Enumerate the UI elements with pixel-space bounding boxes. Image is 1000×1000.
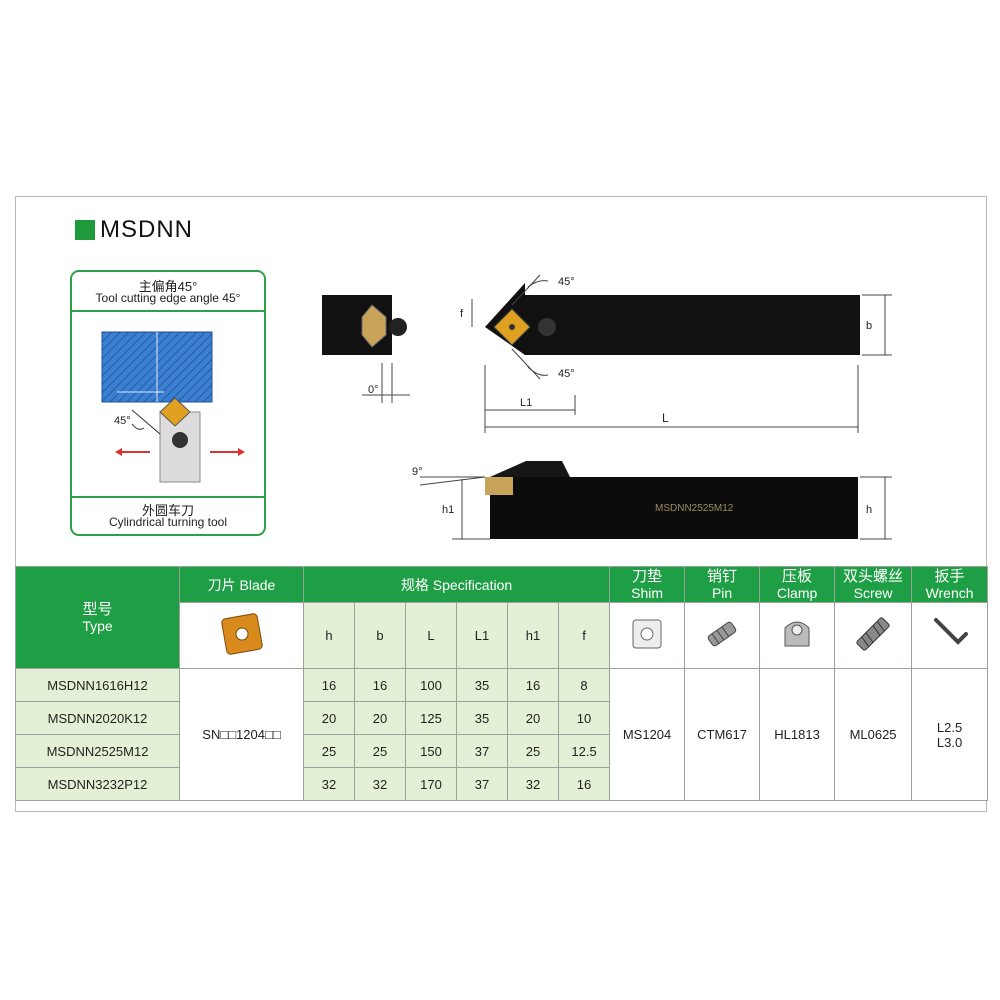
screw-model-cell: ML0625 xyxy=(834,668,913,801)
angle-box-divider-bottom xyxy=(72,496,264,498)
type-cell-2525: MSDNN2525M12 xyxy=(15,734,180,768)
top-view-shank xyxy=(525,295,860,355)
row0-h: 16 xyxy=(303,668,355,702)
row1-L: 125 xyxy=(405,701,457,735)
row3-L: 170 xyxy=(405,767,457,801)
angle-title-cn: 主偏角45° xyxy=(138,279,198,294)
row3-f: 16 xyxy=(557,767,611,801)
blade-header: 刀片 Blade xyxy=(179,566,304,603)
technical-drawing: 0° 45° 45° f b L1 L MSDNN2525M12 9° h1 h xyxy=(322,274,892,540)
row1-f: 10 xyxy=(557,701,611,735)
clamp-image-cell xyxy=(759,602,836,669)
spec-col-h: h xyxy=(303,602,355,669)
blade-model-cell: SN□□1204□□ xyxy=(179,668,304,801)
caption-cn: 外圆车刀 xyxy=(141,503,194,518)
wrench-icon xyxy=(933,618,968,645)
shim-model-cell: MS1204 xyxy=(609,668,686,801)
title-marker xyxy=(75,220,95,240)
clamp-screw-icon xyxy=(172,432,188,448)
row2-b: 25 xyxy=(354,734,406,768)
spec-col-h1: h1 xyxy=(507,602,559,669)
angle-title-en: Tool cutting edge angle 45° xyxy=(95,291,241,305)
row2-f: 12.5 xyxy=(557,734,611,768)
row0-b: 16 xyxy=(354,668,406,702)
row2-h: 25 xyxy=(303,734,355,768)
angle-box-divider-top xyxy=(72,310,264,312)
row1-h1: 20 xyxy=(507,701,559,735)
clamp-model-cell: HL1813 xyxy=(759,668,836,801)
type-header: 型号 Type xyxy=(15,566,180,669)
row3-b: 32 xyxy=(354,767,406,801)
shim-image-cell xyxy=(609,602,686,669)
angle-label: 45° xyxy=(114,415,131,427)
type-cell-3232: MSDNN3232P12 xyxy=(15,767,180,801)
dim-L1-label: L1 xyxy=(520,397,532,409)
row0-h1: 16 xyxy=(507,668,559,702)
pin-image-cell xyxy=(684,602,761,669)
shim-icon xyxy=(632,619,662,649)
wrench-image-cell xyxy=(911,602,989,669)
screw-image-cell xyxy=(834,602,913,669)
row0-f: 8 xyxy=(557,668,611,702)
angle-zero-label: 0° xyxy=(368,384,379,396)
clamp-icon xyxy=(784,621,810,647)
insert-icon xyxy=(159,397,191,427)
turning-diagram: 45° xyxy=(101,331,245,483)
spec-col-L1: L1 xyxy=(456,602,508,669)
spec-col-b: b xyxy=(354,602,406,669)
row3-h: 32 xyxy=(303,767,355,801)
dim-f-label: f xyxy=(460,308,464,320)
wrench-model-cell: L2.5 L3.0 xyxy=(911,668,989,801)
title-text: MSDNN xyxy=(100,216,193,243)
dim-b-label: b xyxy=(866,320,872,332)
blade-insert-icon xyxy=(220,613,263,655)
type-cell-2020: MSDNN2020K12 xyxy=(15,701,180,735)
angle-side-label: 9° xyxy=(412,466,423,478)
caption-en: Cylindrical turning tool xyxy=(108,515,228,529)
blade-image-cell xyxy=(179,602,304,669)
cutting-angle-box: 主偏角45° Tool cutting edge angle 45° 45° 外… xyxy=(70,270,266,536)
pin-icon xyxy=(707,621,737,647)
dim-h1-label: h1 xyxy=(442,504,454,516)
shank-engraving: MSDNN2525M12 xyxy=(655,503,734,514)
pin-model-cell: CTM617 xyxy=(684,668,761,801)
screw-icon xyxy=(856,617,890,651)
row2-L1: 37 xyxy=(456,734,508,768)
angle-top-label: 45° xyxy=(558,276,575,288)
product-title: MSDNN xyxy=(75,216,193,244)
row1-h: 20 xyxy=(303,701,355,735)
spec-col-f: f xyxy=(557,602,611,669)
side-insert xyxy=(485,477,513,495)
type-cell-1616: MSDNN1616H12 xyxy=(15,668,180,702)
row0-L: 100 xyxy=(405,668,457,702)
dim-L-label: L xyxy=(662,411,669,425)
angle-bottom-label: 45° xyxy=(558,368,575,380)
spec-header: 规格 Specification xyxy=(302,566,611,603)
row0-L1: 35 xyxy=(456,668,508,702)
dim-h-label: h xyxy=(866,504,872,516)
row2-L: 150 xyxy=(405,734,457,768)
row1-L1: 35 xyxy=(456,701,508,735)
row3-h1: 32 xyxy=(507,767,559,801)
row3-L1: 37 xyxy=(456,767,508,801)
spec-col-L: L xyxy=(405,602,457,669)
side-view-shank xyxy=(490,477,858,539)
row1-b: 20 xyxy=(354,701,406,735)
row2-h1: 25 xyxy=(507,734,559,768)
